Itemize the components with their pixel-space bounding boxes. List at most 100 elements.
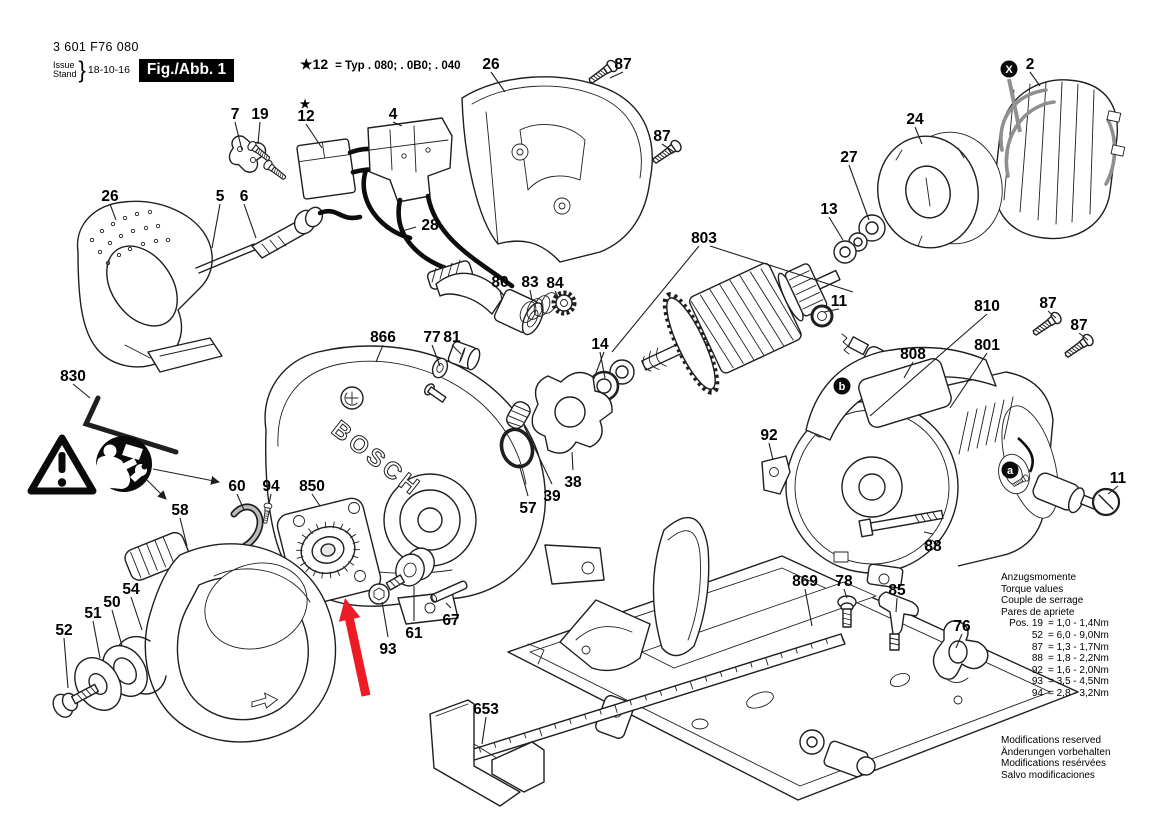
part-callout-88: 88 [924,538,942,555]
modifications-line: Modifications resérvées [1001,758,1107,770]
part-callout-26: 26 [482,56,500,73]
product-code: 3 601 F76 080 [53,40,139,54]
warning-triangle-icon [27,434,97,495]
part-callout-80: 80 [491,274,508,291]
part-callout-38: 38 [564,474,582,491]
part-callout-77: 77 [423,329,440,346]
issue-date: 18-10-16 [87,64,130,76]
part-callout-87: 87 [614,56,631,73]
type-note-definition: = Typ . 080; . 0B0; . 040 [335,60,461,72]
part-callout-2: 2 [1026,56,1035,73]
issue-label: Issue [53,59,75,70]
part-callout-27: 27 [840,149,857,166]
screw-78 [837,595,857,628]
spring-83 [519,292,558,323]
hex-screw-93 [368,574,405,605]
modifications-line: Änderungen vorbehalten [1001,746,1111,758]
gear-teeth [295,521,361,579]
read-manual-icon [95,436,220,500]
part-callout-93: 93 [379,641,397,658]
part-callout-60: 60 [228,478,245,495]
part-callout-39: 39 [543,488,561,505]
torque-row: 93= 3,5 - 4,5Nm [1031,676,1109,688]
part-callout-6: 6 [240,188,249,205]
part-callout-24: 24 [906,111,924,128]
torque-title-line: Couple de serrage [1001,595,1084,607]
bevel-quadrant [559,599,651,672]
clamp-lever-80 [426,259,544,336]
part-callout-19: 19 [251,106,269,123]
part-callout-57: 57 [519,500,536,517]
bolt-52 [52,683,100,718]
part-callout-67: 67 [442,612,459,629]
part-callout-54: 54 [122,581,140,598]
washer-stack [52,635,167,718]
marker-X [1000,60,1018,78]
part-callout-92: 92 [760,427,777,444]
handle-housing-left [76,200,223,373]
clamp-screw-19b [261,158,289,183]
marker-b [833,377,851,395]
motor-end-cap [877,131,1003,249]
wire-hook-60 [230,503,264,550]
depth-guide-arc [652,516,710,657]
torque-row: Pos. 19= 1,0 - 1,4Nm [1009,618,1109,630]
clamp-washer-61 [395,547,435,587]
leader-lines [63,71,1119,745]
rip-fence [429,633,846,807]
part-callout-81: 81 [443,329,461,346]
title-block: 3 601 F76 080 Issue Stand } 18-10-16 Fig… [53,40,235,83]
torque-title-line: Torque values [1001,583,1064,595]
part-callout-52: 52 [55,622,72,639]
suppressor-module [367,117,453,203]
part-callout-810: 810 [974,298,1000,315]
part-callout-12: 12 [297,108,314,125]
part-callout-808: 808 [900,346,926,363]
part-callout-4: 4 [389,106,398,123]
part-callout-50: 50 [103,594,120,611]
part-callout-84: 84 [546,275,564,292]
torque-title-line: Anzugsmomente [1001,572,1077,583]
leader-803-bracket [611,245,854,353]
o-ring-57 [499,427,535,469]
armature [641,262,841,395]
part-callout-26: 26 [101,188,119,205]
part-callout-14: 14 [591,336,609,353]
red-arrow [338,598,371,697]
svg-text:X: X [1005,64,1013,76]
bolt-88 [858,509,944,538]
torque-title-line: Pares de apriete [1001,606,1075,618]
washer-77 [423,357,449,403]
part-callout-87: 87 [653,128,670,145]
lower-guard [124,531,337,743]
power-cord [195,206,363,274]
part-callout-76: 76 [953,618,971,635]
svg-text:a: a [1007,465,1014,477]
stand-label: Stand [53,69,77,79]
part-callout-653: 653 [473,701,499,718]
part-callout-801: 801 [974,337,1000,354]
type-note: ★12 = Typ . 080; . 0B0; . 040 [300,56,461,73]
wing-bolt-85 [878,591,919,651]
bearing-11-left [810,304,834,328]
part-callout-51: 51 [84,605,102,622]
handle-cover-top [461,76,653,263]
spring-39 [506,401,531,430]
torque-row: 88= 1,8 - 2,2Nm [1031,653,1109,665]
washers-13 [833,232,868,264]
figure-label: Fig./Abb. 1 [138,58,235,82]
part-callout-78: 78 [835,573,853,590]
knurled-nut-84 [551,290,577,316]
torque-row: 92= 1,6 - 2,0Nm [1031,664,1109,676]
part-callout-87: 87 [1070,317,1087,334]
part-callout-869: 869 [792,573,818,590]
part-callout-11: 11 [831,293,848,310]
grip-texture [89,209,171,266]
part-callout-58: 58 [171,502,189,519]
index-markers: Xba [833,60,1019,479]
